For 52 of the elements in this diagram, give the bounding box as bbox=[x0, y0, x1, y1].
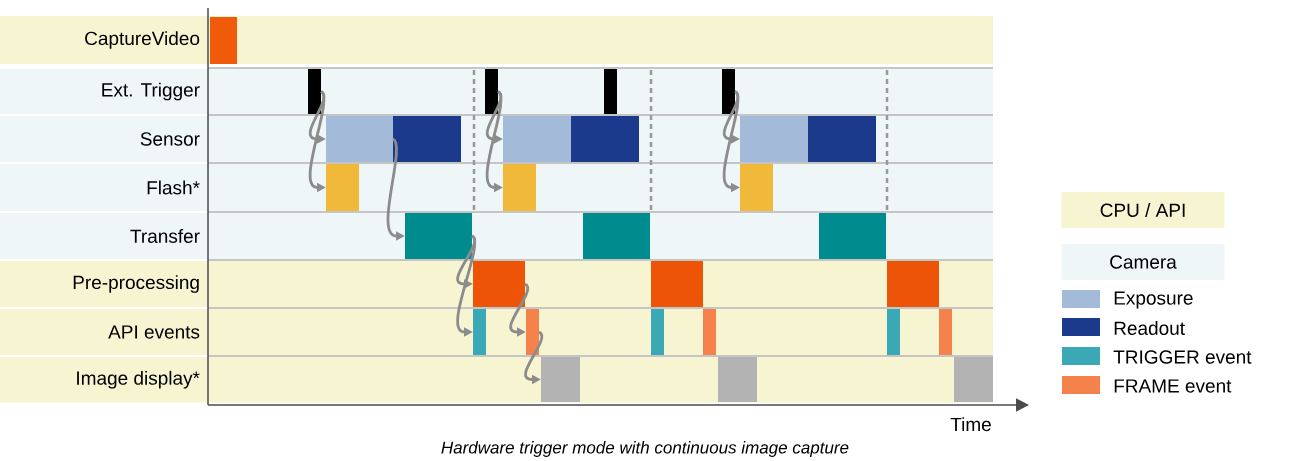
node-label: API events bbox=[108, 325, 200, 339]
legend-box: CPU / API bbox=[1061, 192, 1225, 228]
timing-block bbox=[718, 357, 757, 402]
timing-block bbox=[526, 309, 539, 355]
timing-block bbox=[722, 69, 735, 114]
timing-block bbox=[571, 116, 639, 162]
timing-block bbox=[326, 116, 393, 162]
timing-block bbox=[503, 116, 571, 162]
timing-block bbox=[703, 309, 716, 355]
arrow bbox=[308, 90, 326, 144]
caption: Hardware trigger mode with continuous image capture bbox=[441, 441, 849, 457]
node-label: Transfer bbox=[130, 229, 200, 243]
timing-block bbox=[740, 164, 773, 211]
timing-block bbox=[939, 309, 952, 355]
timing-block bbox=[473, 261, 525, 307]
arrow bbox=[485, 90, 503, 144]
timing-block bbox=[887, 261, 939, 307]
arrow bbox=[509, 283, 529, 337]
timing-block bbox=[740, 116, 808, 162]
timing-block bbox=[326, 164, 359, 211]
node-label: Image display* bbox=[77, 370, 200, 389]
timing-block bbox=[393, 116, 461, 162]
timing-block bbox=[210, 17, 237, 64]
legend-label: TRIGGER event bbox=[1113, 350, 1252, 364]
timing-block bbox=[541, 357, 580, 402]
node-label: Ext. Trigger bbox=[102, 82, 200, 101]
timeline-row: API events bbox=[0, 309, 993, 355]
timing-block bbox=[583, 213, 650, 259]
timing-block bbox=[604, 69, 617, 114]
arrow bbox=[722, 90, 740, 144]
legend-label: Readout bbox=[1114, 321, 1185, 335]
timing-block bbox=[473, 309, 486, 355]
timing-block bbox=[485, 69, 498, 114]
timing-block bbox=[808, 116, 876, 162]
legend-label: FRAME event bbox=[1114, 379, 1232, 393]
arrow bbox=[456, 235, 476, 337]
timing-block bbox=[651, 309, 664, 355]
timing-block bbox=[308, 69, 321, 114]
timing-block bbox=[887, 309, 900, 355]
timeline-row: Ext. Trigger bbox=[0, 69, 993, 114]
timeline-row: CaptureVideo bbox=[0, 16, 993, 64]
node-label: Pre-processing bbox=[73, 275, 199, 293]
timing-block bbox=[503, 164, 536, 211]
legend-box: Camera bbox=[1061, 244, 1225, 280]
timing-block bbox=[819, 213, 886, 259]
node-label: Flash* bbox=[147, 180, 200, 195]
timing-block bbox=[954, 357, 993, 402]
arrow bbox=[456, 235, 476, 289]
node-label: Sensor bbox=[140, 132, 200, 146]
timing-block bbox=[405, 213, 472, 259]
timing-block bbox=[651, 261, 703, 307]
legend-label: Exposure bbox=[1114, 291, 1193, 309]
